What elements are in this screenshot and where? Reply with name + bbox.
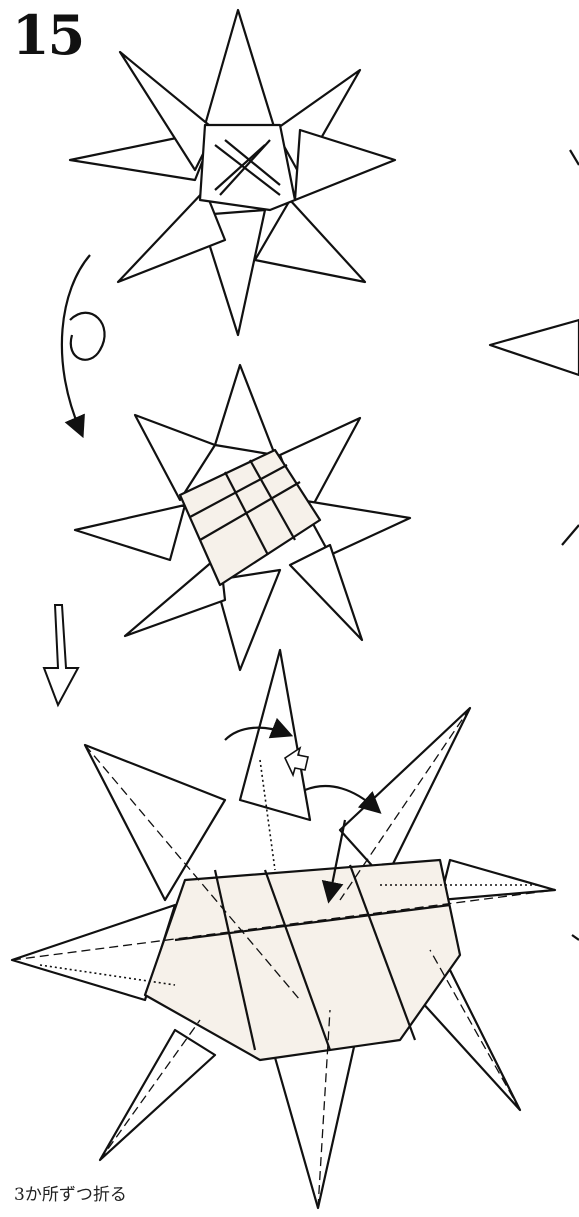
down-arrow-hollow bbox=[44, 605, 78, 705]
adjacent-figure-partial bbox=[490, 150, 579, 940]
star-figure-middle bbox=[75, 365, 410, 670]
turn-over-arrow bbox=[62, 255, 105, 430]
star-figure-bottom bbox=[12, 650, 555, 1208]
star-figure-top bbox=[70, 10, 395, 335]
instruction-caption: 3か所ずつ折る bbox=[14, 1180, 127, 1205]
